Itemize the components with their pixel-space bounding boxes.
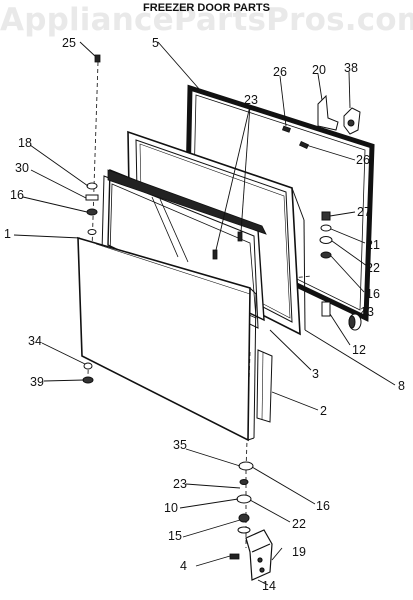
callout-label: 13 (360, 305, 374, 319)
callout-label: 15 (168, 529, 182, 543)
callout-label: 5 (152, 36, 159, 50)
callout-label: 34 (28, 334, 42, 348)
bottom-hinge-stack (236, 461, 254, 534)
callout-label: 16 (316, 499, 330, 513)
leader-lines (13, 41, 396, 586)
callout-label: 12 (352, 343, 366, 357)
callout-label: 38 (344, 61, 358, 75)
callout-label: 3 (312, 367, 319, 381)
callout-label: 10 (164, 501, 178, 515)
callout-label: 21 (366, 238, 380, 252)
diagram-title: FREEZER DOOR PARTS (143, 2, 270, 14)
callout-label: 16 (366, 287, 380, 301)
callout-label: 8 (398, 379, 405, 393)
screws (94, 54, 310, 560)
callout-label: 22 (366, 261, 380, 275)
right-hinge-stack (319, 211, 333, 259)
callout-label: 2 (320, 404, 327, 418)
callout-label: 4 (180, 559, 187, 573)
callout-label: 14 (262, 579, 276, 593)
callout-label: 27 (357, 205, 371, 219)
callout-label: 22 (292, 517, 306, 531)
callout-label: 23 (173, 477, 187, 491)
bottom-hinge-bracket (245, 529, 273, 581)
callout-label: 1 (4, 227, 11, 241)
callout-label: 35 (173, 438, 187, 452)
watermark: AppliancePartsPros.com (0, 2, 413, 38)
door-handle (256, 349, 273, 423)
cam-and-plug (321, 301, 362, 331)
callout-label: 30 (15, 161, 29, 175)
callout-label: 39 (30, 375, 44, 389)
callout-label: 26 (273, 65, 287, 79)
top-hinge-parts (317, 94, 361, 135)
callout-label: 16 (10, 188, 24, 202)
callout-label: 25 (62, 36, 76, 50)
callout-label: 20 (312, 63, 326, 77)
callout-label: 26 (356, 153, 370, 167)
callout-label: 23 (244, 93, 258, 107)
callout-label: 19 (292, 545, 306, 559)
callout-label: 18 (18, 136, 32, 150)
outer-door-panel (77, 236, 257, 442)
